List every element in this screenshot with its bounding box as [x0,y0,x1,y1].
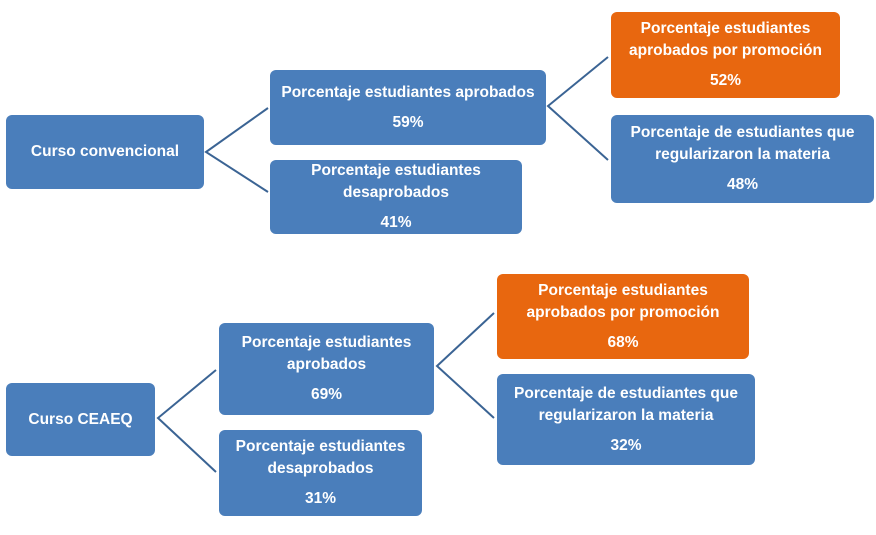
node-value: 52% [709,72,742,89]
root-node-ceaeq: Curso CEAEQ [6,383,155,456]
node-value: 41% [380,214,412,231]
node-bottom-aprobados: Porcentaje estudiantes aprobados 69% [219,323,434,415]
node-value: 32% [610,436,642,454]
connector-bottom-root [156,369,217,473]
node-label: Porcentaje estudiantes aprobados por pro… [629,20,822,59]
node-value: 69% [310,386,343,403]
node-top-desaprobados: Porcentaje estudiantes desaprobados 41% [270,160,522,234]
node-value: 59% [392,113,424,131]
node-label: Porcentaje estudiantes desaprobados [235,438,406,477]
node-bottom-desaprobados: Porcentaje estudiantes desaprobados 31% [219,430,422,516]
node-value: 48% [726,176,759,193]
node-top-regularizaron: Porcentaje de estudiantes que regulariza… [611,115,874,203]
node-top-aprobados: Porcentaje estudiantes aprobados 59% [270,70,546,145]
node-value: 68% [607,333,639,351]
node-label: Porcentaje estudiantes aprobados [241,334,412,373]
node-top-promocion: Porcentaje estudiantes aprobados por pro… [611,12,840,98]
connector-bottom-aprobados [435,312,495,419]
node-label: Porcentaje de estudiantes que regulariza… [630,124,855,163]
node-label: Porcentaje estudiantes aprobados [281,83,535,101]
connector-top-aprobados [546,56,609,161]
node-label: Porcentaje de estudiantes que regulariza… [514,384,738,424]
node-label: Curso CEAEQ [28,410,133,428]
node-label: Porcentaje estudiantes aprobados por pro… [526,281,720,321]
root-node-convencional: Curso convencional [6,115,204,189]
connector-top-root [204,107,269,193]
node-value: 31% [304,490,337,507]
node-bottom-regularizaron: Porcentaje de estudiantes que regulariza… [497,374,755,465]
node-bottom-promocion: Porcentaje estudiantes aprobados por pro… [497,274,749,359]
node-label: Curso convencional [30,143,180,160]
node-label: Porcentaje estudiantes desaprobados [311,162,481,201]
